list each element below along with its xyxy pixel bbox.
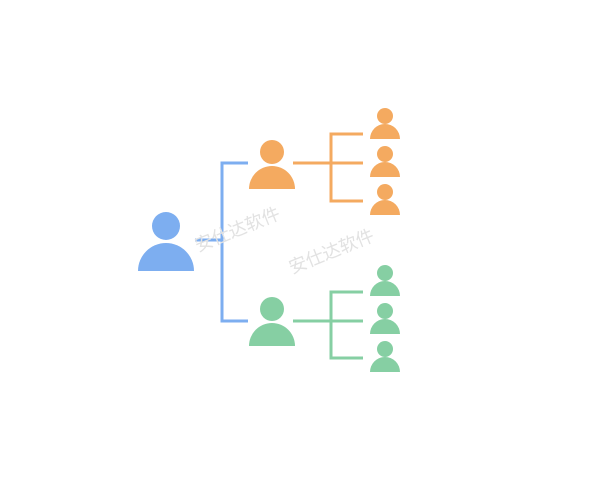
person-head — [152, 212, 180, 240]
person-head — [377, 303, 393, 319]
watermark: 安仕达软件 — [286, 225, 377, 278]
member-person-icon — [370, 341, 400, 372]
person-body — [370, 200, 400, 215]
person-head — [377, 265, 393, 281]
person-head — [260, 297, 284, 321]
person-body — [370, 319, 400, 334]
person-head — [377, 184, 393, 200]
connector-line — [293, 132, 363, 203]
member-person-icon — [370, 303, 400, 334]
member-person-icon — [370, 184, 400, 215]
member-person-icon — [370, 108, 400, 139]
person-head — [377, 108, 393, 124]
watermark: 安仕达软件 — [192, 203, 283, 256]
person-body — [249, 166, 295, 189]
person-head — [260, 140, 284, 164]
connector-line — [293, 290, 363, 360]
person-body — [249, 323, 295, 346]
person-body — [370, 357, 400, 372]
person-body — [138, 243, 194, 271]
root-person-icon — [138, 212, 194, 271]
member-person-icon — [370, 146, 400, 177]
connector-line — [195, 161, 248, 323]
person-body — [370, 124, 400, 139]
person-body — [370, 162, 400, 177]
person-body — [370, 281, 400, 296]
manager-person-icon — [249, 297, 295, 346]
member-person-icon — [370, 265, 400, 296]
person-head — [377, 146, 393, 162]
person-head — [377, 341, 393, 357]
manager-person-icon — [249, 140, 295, 189]
